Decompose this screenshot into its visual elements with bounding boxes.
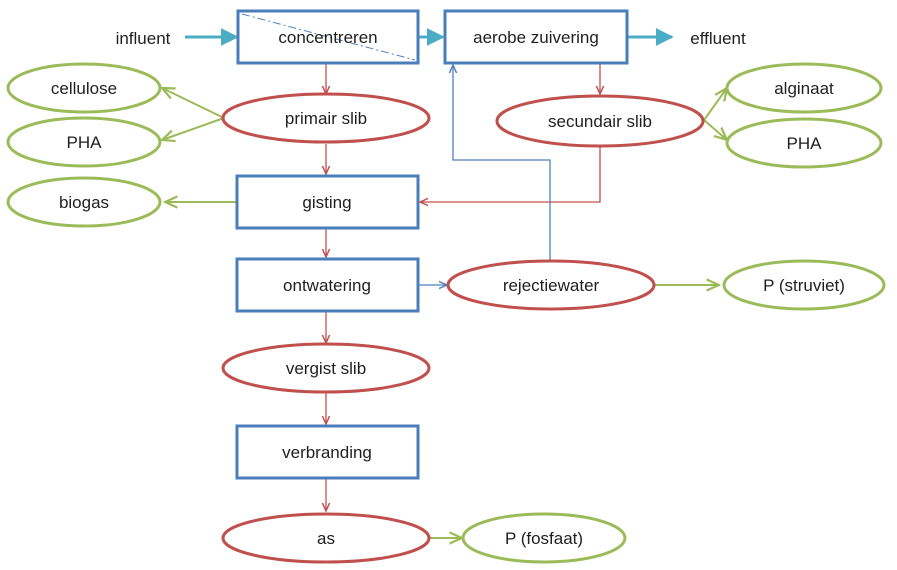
product-biogas[interactable]: biogas <box>6 176 162 228</box>
product-pha-right[interactable]: PHA <box>725 117 883 169</box>
stream-ellipses: primair slib secundair slib rejectiewate… <box>221 92 705 564</box>
primair-to-cellulose-arrow <box>162 88 225 119</box>
stream-primair-slib[interactable]: primair slib <box>221 92 431 144</box>
label-gisting: gisting <box>302 193 351 212</box>
connectors <box>162 28 727 538</box>
label-influent: influent <box>116 29 171 48</box>
process-concentreren[interactable]: concentreren <box>236 9 420 65</box>
process-verbranding[interactable]: verbranding <box>235 424 420 480</box>
stream-vergist-slib[interactable]: vergist slib <box>221 342 431 394</box>
secundair-to-alginaat-arrow <box>703 88 727 121</box>
stream-as[interactable]: as <box>221 512 431 564</box>
label-secundair-slib: secundair slib <box>548 112 652 131</box>
stream-rejectiewater[interactable]: rejectiewater <box>446 259 656 311</box>
process-ontwatering[interactable]: ontwatering <box>235 257 420 313</box>
label-biogas: biogas <box>59 193 109 212</box>
process-boxes: concentreren aerobe zuivering gisting on… <box>235 9 629 480</box>
secundair-to-pha-right-arrow <box>703 119 727 140</box>
product-ellipses: cellulose PHA biogas alginaat PHA P (str… <box>6 62 886 564</box>
product-alginaat[interactable]: alginaat <box>725 62 883 114</box>
process-gisting[interactable]: gisting <box>235 174 420 230</box>
stream-secundair-slib[interactable]: secundair slib <box>495 94 705 148</box>
label-primair-slib: primair slib <box>285 109 367 128</box>
label-pha-left: PHA <box>67 133 103 152</box>
product-p-struviet[interactable]: P (struviet) <box>722 259 886 311</box>
label-p-fosfaat: P (fosfaat) <box>505 529 583 548</box>
label-alginaat: alginaat <box>774 79 834 98</box>
dashed-diagonal <box>241 13 416 61</box>
label-effluent: effluent <box>690 29 746 48</box>
product-p-fosfaat[interactable]: P (fosfaat) <box>461 512 627 564</box>
label-p-struviet: P (struviet) <box>763 276 845 295</box>
secundair-to-gisting-arrow <box>420 147 601 202</box>
process-aerobe-zuivering[interactable]: aerobe zuivering <box>443 9 629 65</box>
label-as: as <box>317 529 335 548</box>
product-pha-left[interactable]: PHA <box>6 116 162 168</box>
primair-to-pha-left-arrow <box>162 117 225 140</box>
label-ontwatering: ontwatering <box>283 276 371 295</box>
label-concentreren: concentreren <box>278 28 377 47</box>
rejectiewater-to-aerobe-arrow <box>453 65 551 260</box>
product-cellulose[interactable]: cellulose <box>6 62 162 114</box>
label-aerobe-zuivering: aerobe zuivering <box>473 28 599 47</box>
label-rejectiewater: rejectiewater <box>503 276 600 295</box>
label-pha-right: PHA <box>787 134 823 153</box>
label-cellulose: cellulose <box>51 79 117 98</box>
label-vergist-slib: vergist slib <box>286 359 366 378</box>
label-verbranding: verbranding <box>282 443 372 462</box>
